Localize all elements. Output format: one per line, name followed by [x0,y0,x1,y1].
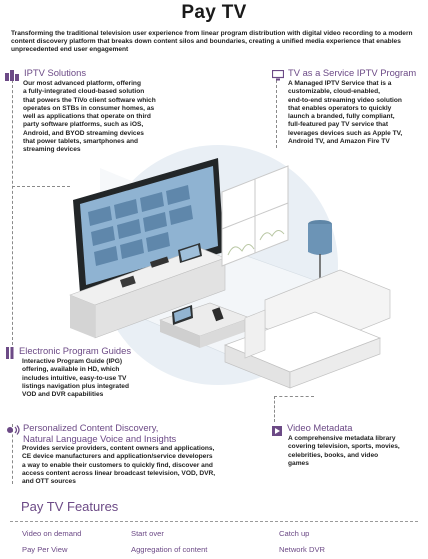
play-icon [272,423,282,441]
leader-line-metadata-h [274,396,314,397]
feature-item: Catch up [279,529,310,538]
discovery-body: Provides service providers, content owne… [22,445,216,486]
features-divider [10,521,418,522]
leader-line-metadata [274,396,275,422]
metadata-title: Video Metadata [287,422,353,433]
epg-body: Interactive Program Guide (IPG)offering,… [22,358,129,399]
sofa-arm [244,309,266,359]
phone [212,307,224,322]
feature-item: Video on demand [22,529,82,538]
features-title: Pay TV Features [21,499,119,514]
iptv-header: IPTV Solutions [4,67,87,86]
intro-text: Transforming the traditional television … [11,30,413,54]
epg-header: Electronic Program Guides [6,345,132,364]
guide-icon [6,346,14,364]
leader-line-tvaas [276,80,277,148]
epg-title: Electronic Program Guides [19,345,132,356]
monitor-icon [271,68,285,86]
feature-item: Start over [131,529,164,538]
discovery-header: Personalized Content Discovery, Natural … [6,422,177,444]
tv-stand-side [70,295,95,338]
game-console [120,275,136,288]
leader-line-discovery [12,424,13,484]
lamp-shade [308,224,332,255]
set-top-box [150,256,169,268]
tv-tiles [88,185,193,266]
feature-item: Aggregation of content [131,545,208,554]
feature-item: Pay Per View [22,545,68,554]
page-title: Pay TV [181,2,247,23]
feature-item: Network DVR [279,545,325,554]
building-icon [4,68,20,86]
leader-line-iptv-h [12,186,70,187]
metadata-header: Video Metadata [272,422,353,441]
tvaas-title: TV as a Service IPTV Program [288,67,417,78]
iptv-title: IPTV Solutions [24,67,87,78]
leader-line-iptv [12,80,13,345]
discovery-title: Personalized Content Discovery, Natural … [23,422,177,444]
voice-icon [6,423,20,441]
coffee-table-front [200,318,250,348]
tvaas-header: TV as a Service IPTV Program [271,67,417,86]
